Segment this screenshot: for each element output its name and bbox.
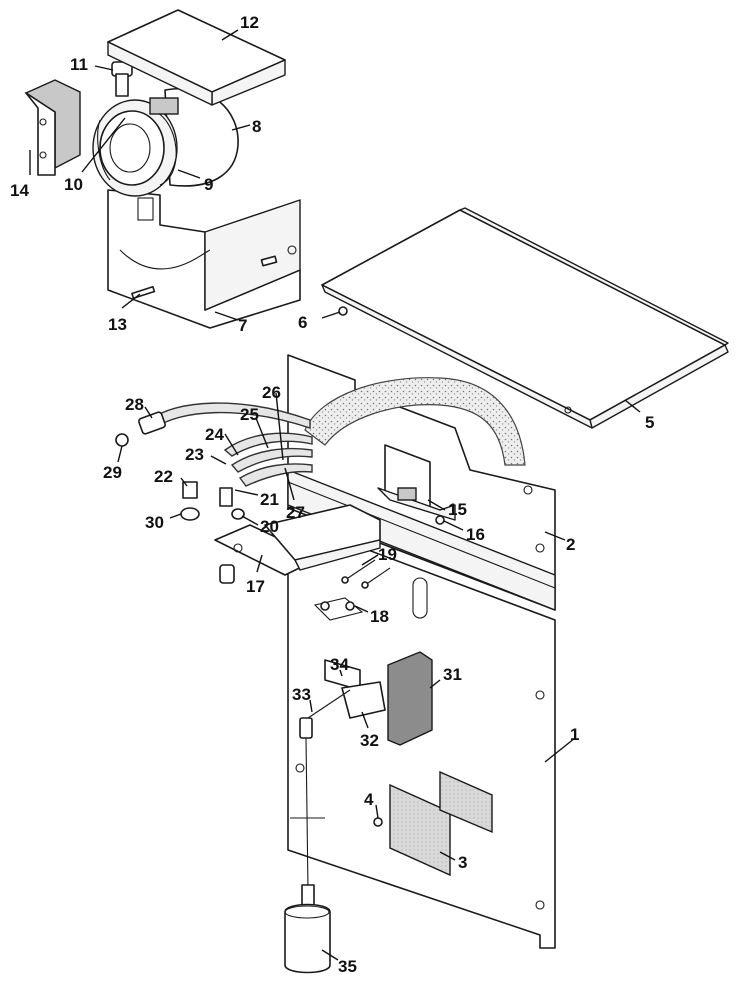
callout-21: 21 — [260, 490, 279, 509]
leader-lines — [29, 29, 641, 961]
callout-9: 9 — [204, 175, 213, 194]
part-5-top-cover — [321, 207, 729, 429]
part-14-side-bracket — [24, 79, 81, 176]
callout-30: 30 — [145, 513, 164, 532]
callout-8: 8 — [252, 117, 261, 136]
part-33-lever — [299, 689, 351, 891]
callout-5: 5 — [645, 413, 654, 432]
callout-24: 24 — [205, 425, 224, 444]
callout-25: 25 — [240, 405, 259, 424]
part-29-nut — [115, 433, 129, 447]
part-6-screw — [338, 306, 348, 316]
callout-17: 17 — [246, 577, 265, 596]
wire-harness — [149, 402, 313, 487]
part-17-mounting-bracket — [214, 504, 381, 576]
callout-13: 13 — [108, 315, 127, 334]
callout-4: 4 — [364, 790, 374, 809]
callout-22: 22 — [154, 467, 173, 486]
callout-11: 11 — [70, 55, 88, 74]
callout-29: 29 — [103, 463, 122, 482]
callout-7: 7 — [238, 316, 247, 335]
callout-35: 35 — [338, 957, 357, 976]
callout-23: 23 — [185, 445, 204, 464]
foam-duct — [304, 377, 526, 466]
callout-20: 20 — [260, 517, 279, 536]
part-35-weight — [284, 884, 331, 974]
callout-labels: 1 2 3 4 5 6 7 8 9 10 11 12 13 14 15 16 1… — [10, 13, 654, 976]
part-15-bracket — [377, 444, 456, 521]
callout-16: 16 — [466, 525, 485, 544]
bracket-screw — [260, 255, 278, 267]
callout-19: 19 — [378, 545, 397, 564]
callout-33: 33 — [292, 685, 311, 704]
callout-18: 18 — [370, 607, 389, 626]
part-9-clamp — [149, 97, 179, 186]
callout-6: 6 — [298, 313, 307, 332]
part-30-nut — [180, 507, 200, 521]
callout-34: 34 — [330, 655, 349, 674]
callout-15: 15 — [448, 500, 467, 519]
callout-3: 3 — [458, 853, 467, 872]
part-16-screw — [435, 515, 445, 525]
callout-12: 12 — [240, 13, 259, 32]
part-31-plate — [387, 651, 433, 746]
callout-26: 26 — [262, 383, 281, 402]
part-19-pins — [341, 559, 391, 589]
callout-27: 27 — [286, 503, 305, 522]
part-11-elbow-fitting — [111, 61, 133, 97]
part-3-glass-panel — [389, 770, 493, 877]
part-23-fitting — [219, 487, 233, 507]
callout-31: 31 — [443, 665, 462, 684]
callout-28: 28 — [125, 395, 144, 414]
part-4-screw — [373, 817, 383, 827]
bracket-nut — [219, 564, 235, 584]
part-18-screws — [313, 597, 364, 621]
part-28-connector — [138, 411, 166, 435]
part-20-nut — [231, 508, 245, 520]
part-32-switch — [341, 681, 386, 719]
callout-32: 32 — [360, 731, 379, 750]
callout-1: 1 — [570, 725, 579, 744]
callout-10: 10 — [64, 175, 83, 194]
part-12-top-plate — [107, 9, 286, 106]
callout-2: 2 — [566, 535, 575, 554]
part-7-support-bracket — [107, 189, 301, 329]
callout-14: 14 — [10, 181, 29, 200]
